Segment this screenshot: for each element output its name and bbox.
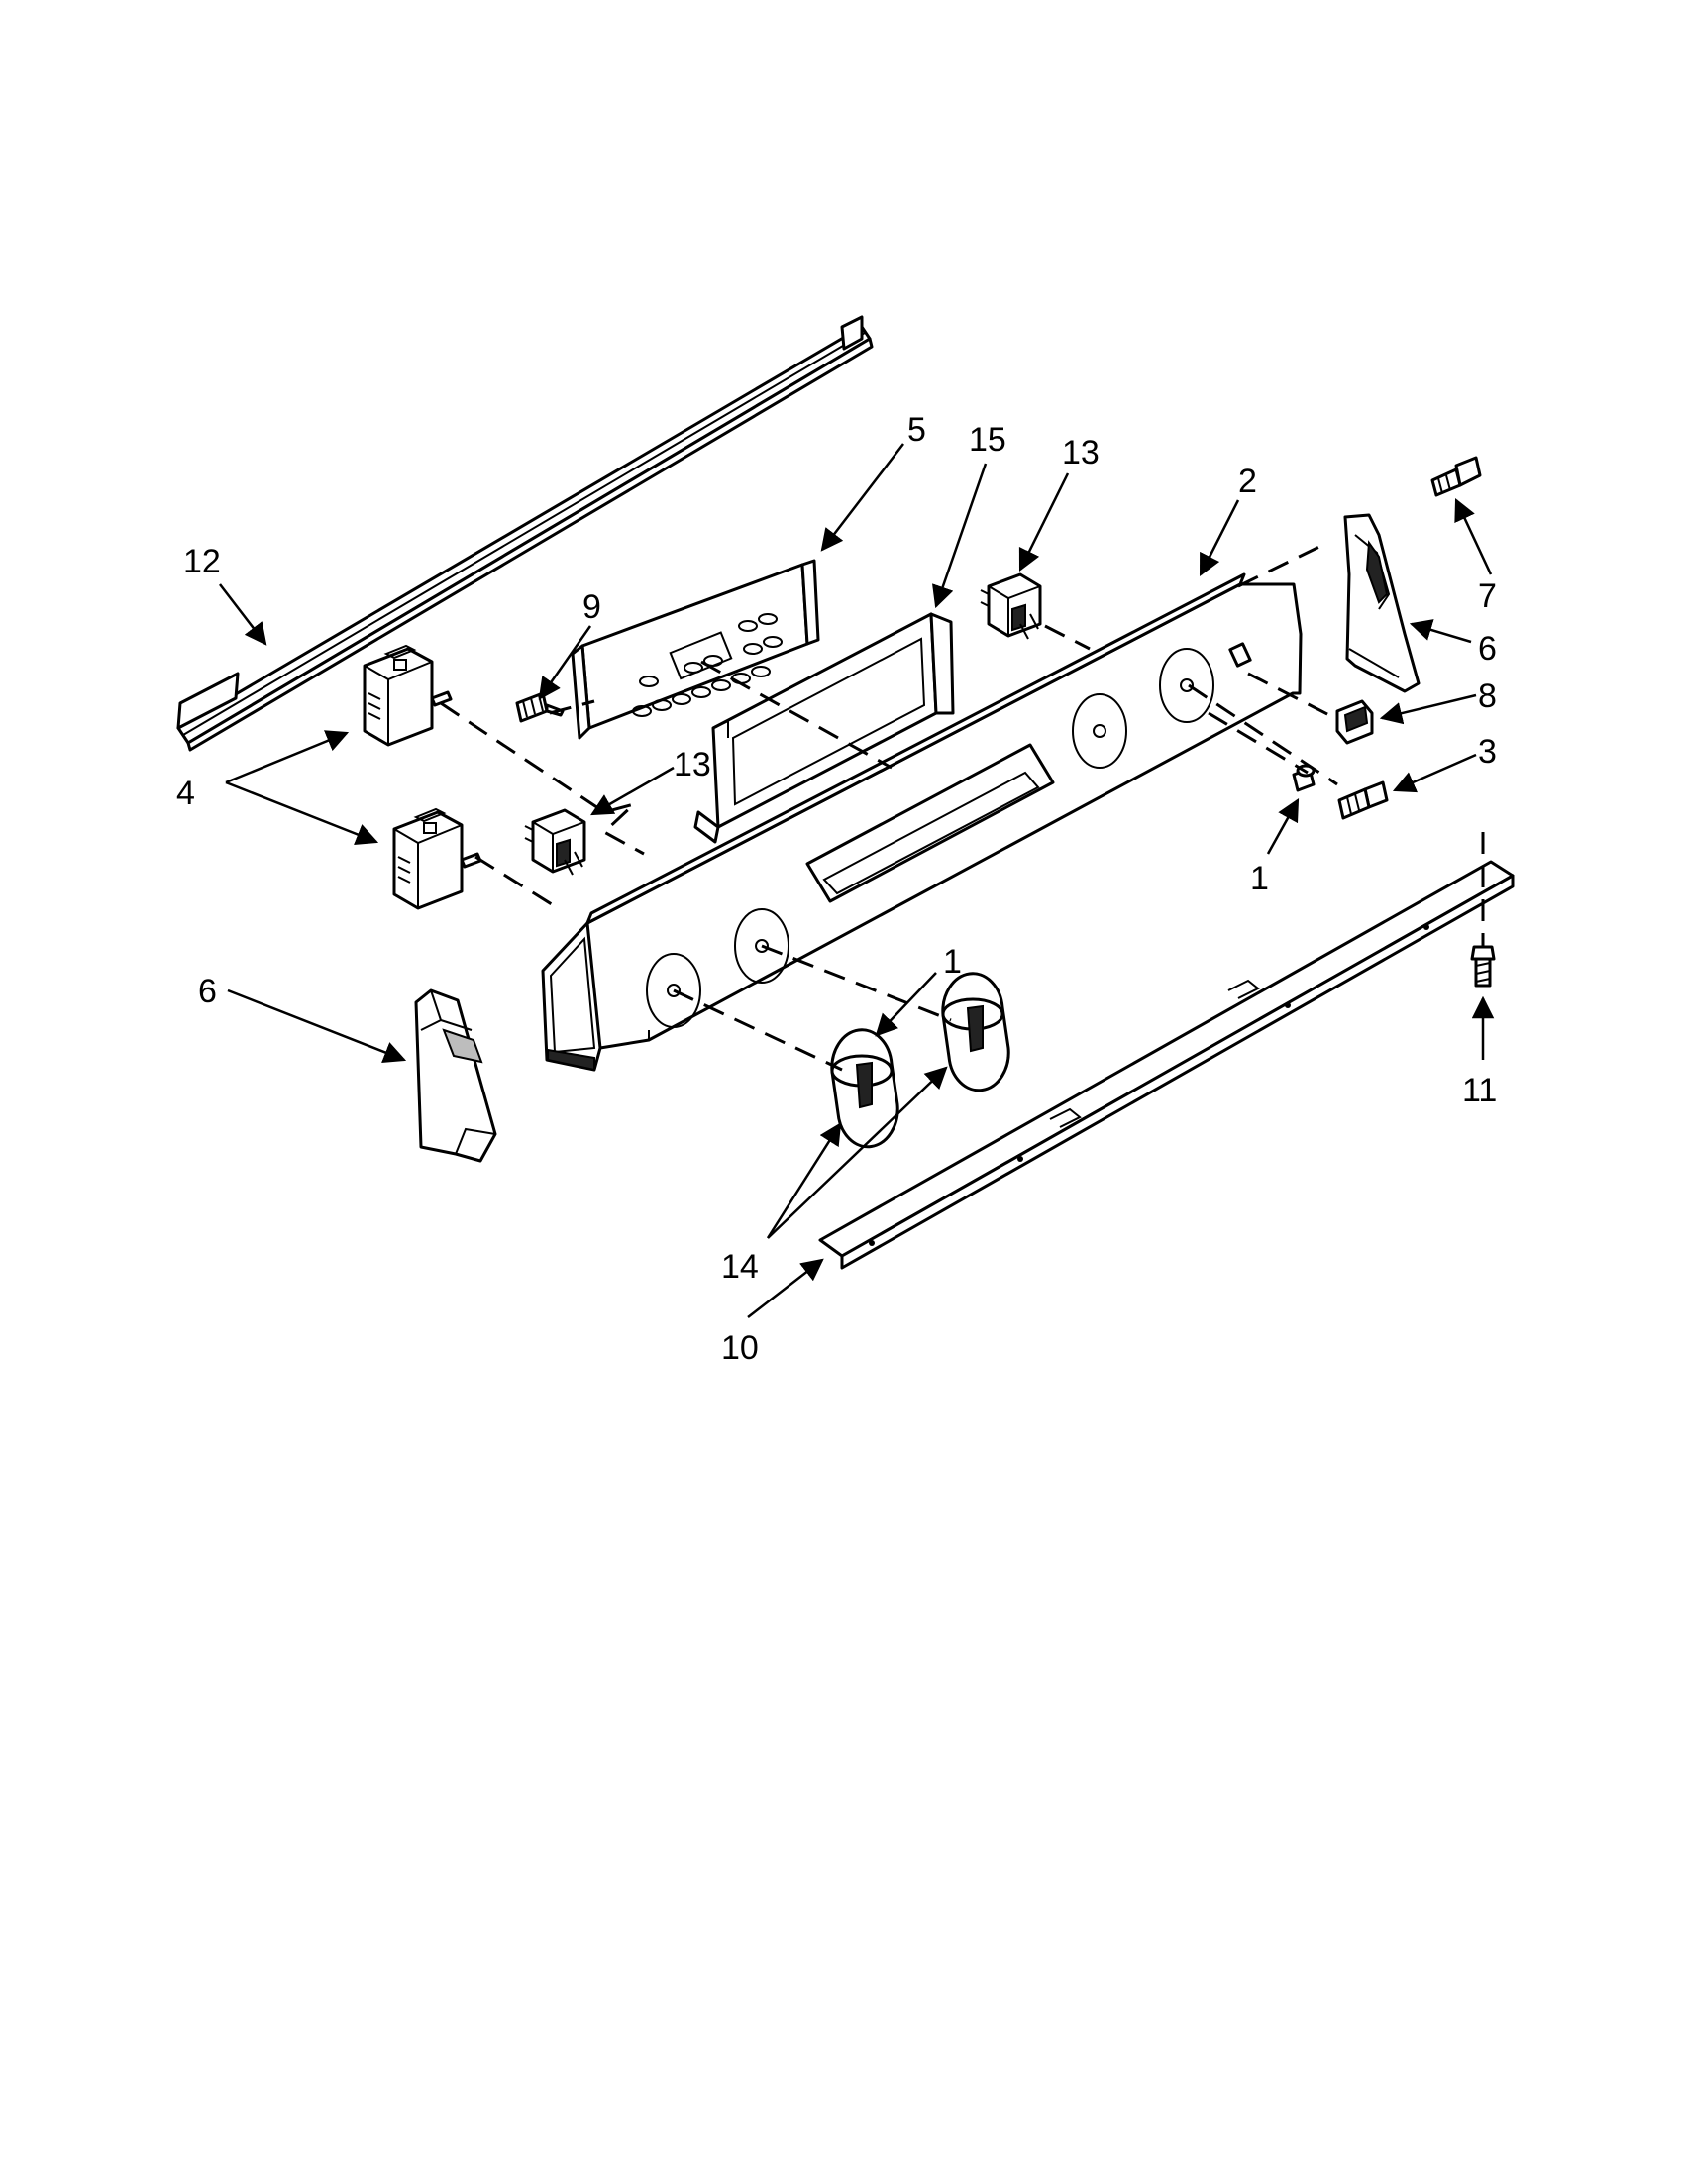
callout-1-left: 1 (943, 943, 962, 981)
callout-1-right: 1 (1250, 860, 1269, 897)
screw-3-part (1337, 780, 1389, 820)
indicator-light-right-part (1292, 764, 1316, 792)
callout-6-left: 6 (198, 973, 217, 1010)
callout-5: 5 (907, 411, 926, 449)
screw-11-part (1470, 945, 1496, 988)
control-knob-left-part (830, 1028, 899, 1149)
control-knob-right-part (941, 972, 1010, 1092)
callout-8: 8 (1478, 677, 1497, 715)
leader-lines (219, 443, 1495, 1318)
trim-strip-part (176, 315, 874, 752)
callout-14: 14 (721, 1248, 759, 1286)
callout-labels: 12 5 15 13 2 7 6 8 3 9 4 13 1 1 6 14 10 … (176, 411, 1497, 1367)
infinite-switch-upper-part (363, 644, 453, 747)
switch-bottom-part (524, 808, 586, 876)
end-cap-left-part (414, 988, 497, 1163)
rocker-switch-part (1335, 699, 1374, 745)
callout-9: 9 (582, 588, 601, 626)
callout-11: 11 (1462, 1072, 1497, 1109)
control-board-part (571, 559, 820, 740)
callout-7: 7 (1478, 577, 1497, 615)
callout-2: 2 (1238, 463, 1257, 500)
callout-13-top: 13 (1062, 434, 1100, 471)
console-panel-part (541, 572, 1303, 1072)
display-bracket-part (693, 612, 955, 844)
callout-13-bottom: 13 (674, 746, 711, 783)
infinite-switch-lower-part (392, 807, 482, 910)
control-board-buttons (632, 613, 783, 717)
switch-top-part (980, 572, 1042, 640)
end-cap-right-part (1343, 513, 1421, 693)
bottom-rail-part (818, 860, 1515, 1270)
callout-3: 3 (1478, 733, 1497, 771)
callout-4: 4 (176, 775, 195, 812)
callout-12: 12 (183, 543, 221, 580)
callout-6-right: 6 (1478, 630, 1497, 668)
callout-15: 15 (969, 421, 1006, 459)
callout-10: 10 (721, 1329, 759, 1367)
screw-7-part (1430, 456, 1482, 497)
assembly-lines (440, 541, 1485, 1072)
screw-9-part (515, 691, 565, 723)
